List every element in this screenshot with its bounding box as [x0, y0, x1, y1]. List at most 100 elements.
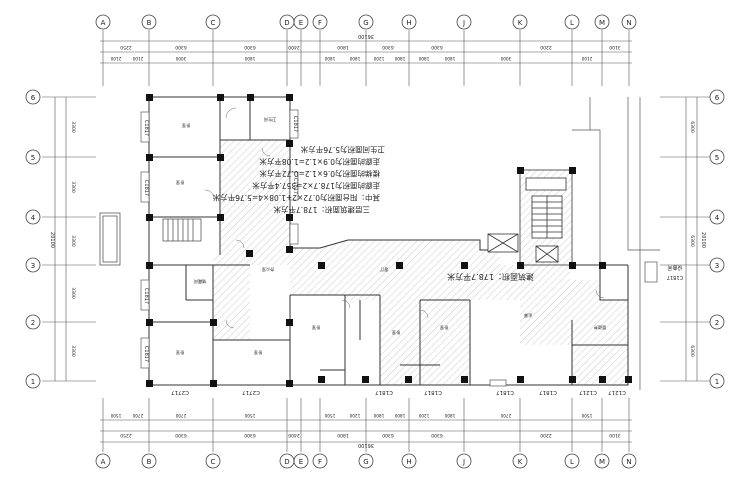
right-grid-axis: 6 5 4 3 2 1 [709, 89, 725, 389]
dim-text: 1800 [418, 56, 429, 61]
left-grid-label: 1 [31, 378, 35, 386]
window-label: C2717 [171, 389, 189, 395]
bottom-grid-label: J [462, 458, 465, 466]
dim-text: 3300 [70, 121, 76, 133]
top-grid-bubble: F [312, 14, 328, 30]
dim-text: 1200 [418, 413, 429, 418]
dim-text: 6300 [689, 235, 695, 247]
dim-text: 1200 [349, 413, 360, 418]
door-swings [204, 107, 605, 329]
dim-text: 1800 [394, 413, 405, 418]
bottom-window-labels: C2717 C2717 C1817 C1817 C1817 C1817 C121… [171, 389, 626, 395]
left-grid-bubble: 6 [25, 89, 41, 105]
left-grid-axis: 6 5 4 3 2 1 [25, 89, 41, 389]
bottom-grid-label: E [299, 458, 303, 466]
dim-text: 1500 [324, 413, 335, 418]
dim-text: 2400 [288, 432, 300, 438]
room-label: 卧室 [182, 122, 190, 129]
right-window-labels: C1817 C1817 [292, 116, 298, 194]
dim-text: 6300 [382, 44, 394, 50]
dim-text: 6300 [689, 345, 695, 357]
dim-text: 3300 [70, 287, 76, 299]
bottom-grid-bubble: J [456, 453, 472, 469]
window-label: C1817 [292, 178, 298, 194]
bottom-grid-bubble: M [594, 453, 610, 469]
dim-text: 6300 [689, 121, 695, 133]
bottom-grid-bubble: D [279, 453, 295, 469]
room-label: 卧室 [254, 349, 262, 356]
dim-text: 1500 [110, 413, 121, 418]
top-grid-bubble: H [401, 14, 417, 30]
side-label: C1817 [667, 274, 683, 280]
left-total-dimension: 20100 [49, 232, 55, 248]
dim-text: 2700 [175, 413, 186, 418]
left-grid-bubble: 4 [25, 209, 41, 225]
top-grid-bubble: K [512, 14, 528, 30]
bottom-grid-label: N [626, 458, 631, 466]
bottom-grid-label: L [570, 458, 574, 466]
dim-text: 2700 [500, 413, 511, 418]
left-grid-label: 3 [31, 262, 35, 270]
dim-text: 6300 [244, 432, 256, 438]
right-stair-core [487, 169, 573, 266]
dim-text: 3300 [70, 345, 76, 357]
window-label: C1817 [292, 116, 298, 132]
side-label: 设备间 [667, 264, 682, 271]
bottom-grid-label: B [147, 458, 152, 466]
note-line: 走廊的面积为0.9×1.2=1.08平方米 [259, 157, 380, 167]
top-grid-label: L [570, 19, 574, 27]
room-labels: 卧室 卫生间 卧室 卧室 卧室 办公室 客厅 卧室 卧室 卧室 储藏间 管道井 … [176, 116, 606, 356]
top-grid-label: G [363, 19, 368, 27]
right-grid-bubble: 1 [709, 373, 725, 389]
note-line: 其中：阳台面积为0.72×2+1.08×4=5.76平方米 [212, 193, 380, 203]
top-grid-bubble: L [564, 14, 580, 30]
top-grid-bubble: E [293, 14, 309, 30]
right-outline [489, 97, 660, 390]
window-label: C1817 [143, 180, 149, 196]
top-dims-row2: 2100 2100 3000 1800 1800 1800 1200 1800 … [110, 56, 592, 61]
top-grid-label: F [318, 19, 322, 27]
dim-text: 3300 [70, 181, 76, 193]
top-grid-label: A [101, 19, 106, 27]
dim-text: 2200 [540, 432, 552, 438]
bottom-dimensions [100, 398, 632, 452]
dim-text: 1500 [244, 413, 255, 418]
dim-text: 6300 [175, 432, 187, 438]
bottom-grid-label: D [284, 458, 289, 466]
dim-text: 1800 [324, 56, 335, 61]
top-grid-label: N [626, 19, 631, 27]
bottom-grid-bubble: E [293, 453, 309, 469]
top-grid-axis: A B C D E F G H [95, 14, 637, 30]
dim-text: 6300 [382, 432, 394, 438]
dim-text: 1500 [581, 413, 592, 418]
left-window-labels: C1817 C1817 C1817 C1817 [143, 120, 149, 362]
top-grid-label: H [406, 19, 411, 27]
dim-text: 1800 [373, 413, 384, 418]
top-total-dimension: 36100 [358, 33, 374, 39]
dim-text: 2700 [132, 413, 143, 418]
top-grid-bubble: M [594, 14, 610, 30]
bottom-grid-label: K [518, 458, 523, 466]
dim-text: 6300 [431, 432, 443, 438]
left-dims: 3300 3300 3300 3300 3300 [70, 121, 76, 357]
right-grid-bubble: 2 [709, 314, 725, 330]
dim-text: 1800 [244, 56, 255, 61]
bottom-grid-bubble: N [621, 453, 637, 469]
dim-text: 2100 [132, 56, 143, 61]
note-line: 楼梯的面积为0.6×1.2=0.72平方米 [259, 169, 380, 179]
note-line: 三层建筑面积：178.7平方米 [273, 205, 370, 215]
window-label: C1817 [143, 288, 149, 304]
right-dimensions [660, 96, 710, 382]
window-label: C1817 [375, 389, 393, 395]
window-label: C2717 [242, 389, 260, 395]
bottom-grid-bubble: B [141, 453, 157, 469]
window-label: C1217 [579, 389, 597, 395]
dim-text: 2400 [288, 44, 300, 50]
bottom-grid-bubble: K [512, 453, 528, 469]
window-label: C1817 [539, 389, 557, 395]
area-note: 建筑面积：178.7平方米 [447, 272, 534, 282]
top-grid-bubble: B [141, 14, 157, 30]
bottom-grid-label: C [211, 458, 216, 466]
dim-text: 6300 [431, 44, 443, 50]
note-line: 卫生间面积为5.76平方米 [300, 145, 385, 155]
